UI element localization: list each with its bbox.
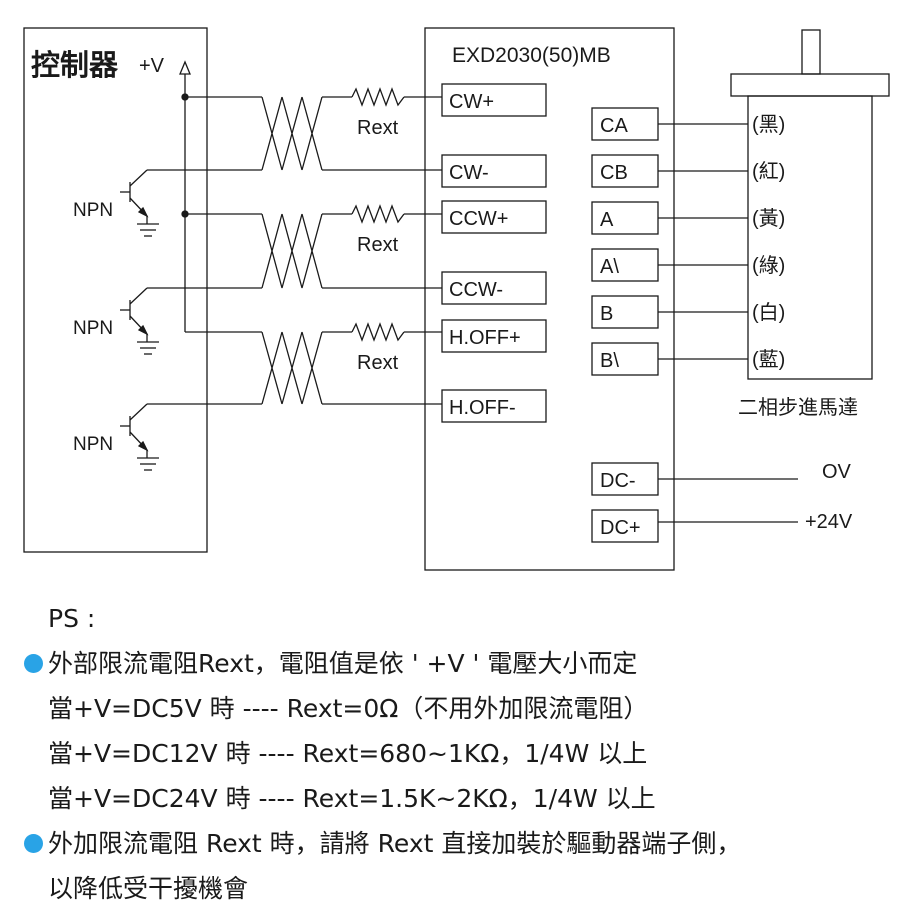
npn-transistor-2 bbox=[120, 287, 159, 355]
controller-title: 控制器 bbox=[31, 49, 119, 82]
power-label-1: DC- bbox=[600, 470, 636, 492]
npn-label-1: NPN bbox=[73, 200, 113, 221]
output-label-4: A\ bbox=[600, 256, 619, 278]
terminal-ccw-minus bbox=[441, 271, 547, 305]
wire-color-6: (藍) bbox=[752, 348, 785, 371]
input-label-5: H.OFF+ bbox=[449, 327, 521, 349]
output-label-1: CA bbox=[600, 115, 628, 137]
note-line-1: 外部限流電阻Rext，電阻值是依 ' +V ' 電壓大小而定 bbox=[48, 649, 638, 678]
motor-shaft bbox=[801, 29, 821, 75]
motor-name: 二相步進馬達 bbox=[738, 396, 858, 419]
input-label-3: CCW+ bbox=[449, 208, 508, 230]
terminal-cw-plus bbox=[441, 83, 547, 117]
terminal-dc-plus bbox=[591, 509, 659, 543]
motor-flange bbox=[730, 73, 890, 97]
npn-transistor-3 bbox=[120, 403, 159, 471]
rext-label-3: Rext bbox=[357, 352, 399, 374]
npn-label-2: NPN bbox=[73, 318, 113, 339]
npn-transistor-1 bbox=[120, 169, 159, 237]
note-line-6: 以降低受干擾機會 bbox=[48, 874, 249, 903]
terminal-cw-minus bbox=[441, 154, 547, 188]
notes-section: PS : 外部限流電阻Rext，電阻值是依 ' +V ' 電壓大小而定 當+V=… bbox=[22, 596, 902, 911]
output-label-2: CB bbox=[600, 162, 628, 184]
terminal-ccw-plus bbox=[441, 200, 547, 234]
output-label-5: B bbox=[600, 303, 613, 325]
input-label-1: CW+ bbox=[449, 91, 494, 113]
wire-color-1: (黑) bbox=[752, 114, 785, 136]
driver-model: EXD2030(50)MB bbox=[452, 44, 611, 67]
rext-label-2: Rext bbox=[357, 234, 399, 256]
terminal-hoff-plus bbox=[441, 319, 547, 353]
note-line-5: 外加限流電阻 Rext 時，請將 Rext 直接加裝於驅動器端子側， bbox=[48, 829, 742, 858]
input-label-2: CW- bbox=[449, 162, 489, 184]
bullet-icon bbox=[24, 834, 43, 853]
note-line-3: 當+V=DC12V 時 ---- Rext=680~1KΩ，1/4W 以上 bbox=[48, 739, 648, 768]
input-label-4: CCW- bbox=[449, 279, 503, 301]
wire-color-4: (綠) bbox=[752, 254, 785, 277]
supply-label: +V bbox=[139, 55, 165, 77]
bullet-icon bbox=[24, 654, 43, 673]
wire-color-5: (白) bbox=[752, 301, 785, 324]
v24-label: +24V bbox=[805, 511, 853, 533]
wire-color-2: (紅) bbox=[752, 160, 785, 183]
wire-color-3: (黃) bbox=[752, 207, 785, 230]
note-line-4: 當+V=DC24V 時 ---- Rext=1.5K~2KΩ，1/4W 以上 bbox=[48, 784, 656, 813]
output-label-3: A bbox=[600, 209, 614, 231]
output-label-6: B\ bbox=[600, 350, 619, 372]
controller-box bbox=[23, 27, 208, 553]
npn-label-3: NPN bbox=[73, 434, 113, 455]
note-line-2: 當+V=DC5V 時 ---- Rext=0Ω（不用外加限流電阻） bbox=[48, 694, 649, 723]
motor-body bbox=[747, 95, 873, 380]
ov-label: OV bbox=[822, 461, 852, 483]
rext-label-1: Rext bbox=[357, 117, 399, 139]
note-install-tip: 外加限流電阻 Rext 時，請將 Rext 直接加裝於驅動器端子側， bbox=[22, 821, 902, 866]
wiring-diagram: 控制器 +V NPN NPN NPN Rext Rext Rext EXD203… bbox=[23, 27, 890, 571]
power-label-2: DC+ bbox=[600, 517, 641, 539]
input-label-6: H.OFF- bbox=[449, 397, 516, 419]
note-rext-rule: 外部限流電阻Rext，電阻值是依 ' +V ' 電壓大小而定 bbox=[22, 641, 902, 686]
notes-heading: PS : bbox=[48, 604, 96, 633]
terminal-hoff-minus bbox=[441, 389, 547, 423]
driver-box bbox=[424, 27, 675, 571]
